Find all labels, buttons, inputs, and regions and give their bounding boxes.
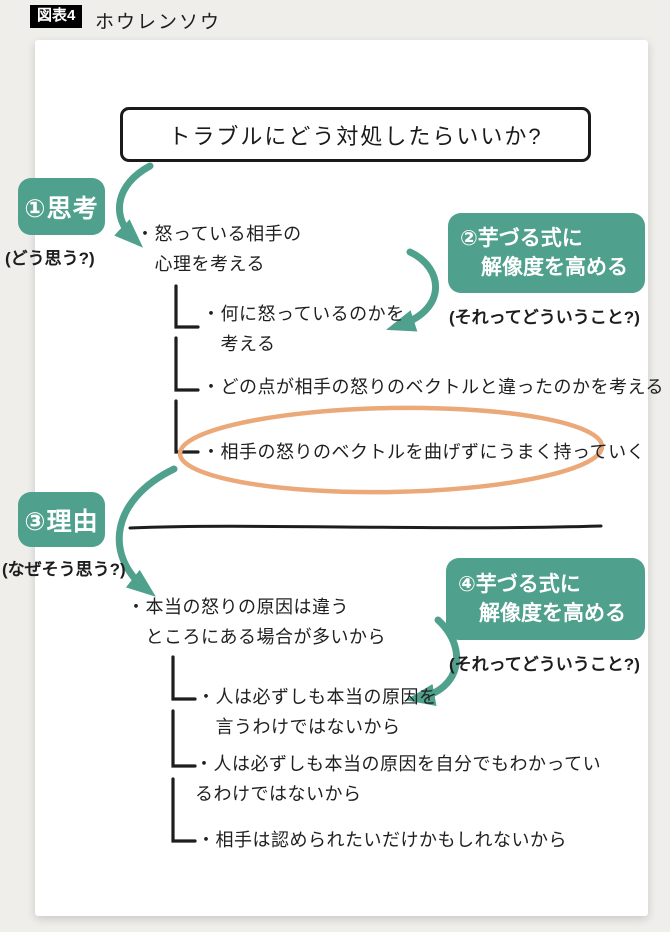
reason-child-note-2: ・人は必ずしも本当の原因を自分でもわかってい るわけではないから <box>195 754 602 804</box>
step2-sublabel: (それってどういうこと?) <box>449 308 640 327</box>
step3-label-text: ③理由 <box>24 507 99 536</box>
figure-title: ホウレンソウ <box>95 12 222 33</box>
step1-sublabel: (どう思う?) <box>5 249 95 268</box>
step3-sublabel: (なぜそう思う?) <box>2 560 126 579</box>
thought-child-note-1: ・何に怒っているのかを 考える <box>202 304 405 354</box>
step4-drilldown-label: ④芋づる式に 解像度を高める <box>446 558 645 640</box>
thought-main-note: ・怒っている相手の 心理を考える <box>136 224 302 274</box>
thought-child-note-2: ・どの点が相手の怒りのベクトルと違ったのかを考える <box>202 377 664 397</box>
reason-child-note-1: ・人は必ずしも本当の原因を 言うわけではないから <box>197 687 438 737</box>
question-box: トラブルにどう対処したらいいか? <box>120 107 591 162</box>
step1-thinking-label: ①思考 <box>18 178 105 235</box>
step1-label-text: ①思考 <box>24 194 99 223</box>
reason-child-note-3: ・相手は認められたいだけかもしれないから <box>197 830 567 850</box>
reason-main-note: ・本当の怒りの原因は違う ところにある場合が多いから <box>127 597 386 647</box>
step2-drilldown-label: ②芋づる式に 解像度を高める <box>448 213 645 293</box>
figure-number-badge: 図表4 <box>30 5 83 28</box>
step4-sublabel: (それってどういうこと?) <box>449 655 640 674</box>
step4-label-text: ④芋づる式に 解像度を高める <box>458 573 626 625</box>
step3-reason-label: ③理由 <box>18 492 105 547</box>
question-text: トラブルにどう対処したらいいか? <box>168 123 543 149</box>
step2-label-text: ②芋づる式に 解像度を高める <box>460 227 628 279</box>
thought-child-note-3-highlighted: ・相手の怒りのベクトルを曲げずにうまく持っていく <box>202 442 646 462</box>
